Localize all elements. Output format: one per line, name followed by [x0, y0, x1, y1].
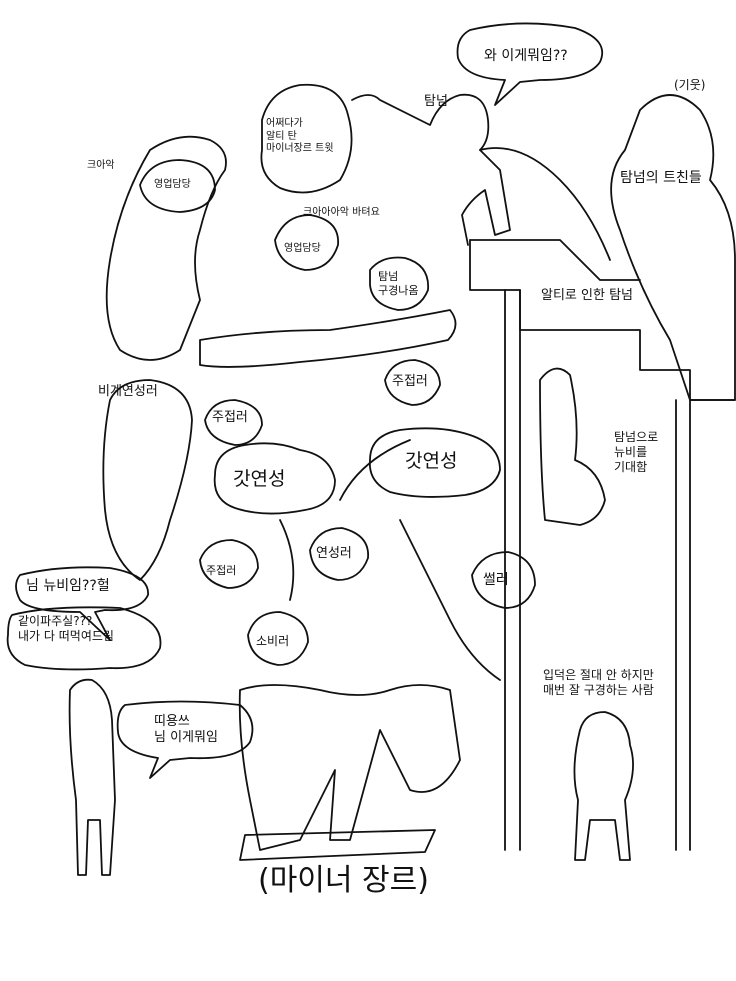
figure-browse — [369, 256, 429, 311]
figure-writer — [309, 527, 369, 581]
staircase — [469, 239, 736, 401]
figure-jujeop-3 — [199, 539, 259, 589]
label-god-writer-1: 갓연성 — [233, 468, 286, 490]
label-jujeop-2: 주접러 — [392, 374, 428, 389]
figure-sales-1 — [139, 159, 216, 213]
label-tamnum-friends: 탐넘의 트친들 — [620, 170, 702, 186]
label-jujeop-1: 주접러 — [212, 410, 248, 425]
figure-expect-newbie — [539, 367, 606, 526]
figure-tangle-arms — [279, 439, 501, 681]
figure-tamnum-top — [351, 93, 511, 246]
stage-base — [239, 829, 436, 861]
label-noncanon-writer: 비계연성러 — [98, 384, 158, 399]
thought-cloud-rt — [260, 83, 353, 194]
label-sales-2: 영업담당 — [284, 243, 321, 254]
label-expect-newbie: 탐넘으로 뉴비를 기대함 — [614, 430, 659, 474]
label-browser-person: 입덕은 절대 안 하지만 매번 잘 구경하는 사람 — [543, 668, 654, 697]
caption-minor-genre: (마이너 장르) — [258, 863, 429, 898]
label-tamnum-browse: 탐넘 구경나옴 — [378, 270, 419, 297]
label-jujeop-3: 주접러 — [206, 564, 237, 577]
speech-bubble-feed — [6, 606, 162, 671]
label-rt-tamnum: 알티로 인한 탐넘 — [541, 288, 633, 303]
staircase-top — [469, 239, 641, 281]
label-tamnum: 탐넘 — [424, 94, 448, 109]
figure-small-browser — [573, 711, 634, 861]
label-kuaak-tweet: 크아아아악 바텨요 — [303, 207, 380, 218]
speech-bubble-ttiyong — [116, 700, 254, 779]
figure-friends — [610, 94, 736, 401]
label-writer: 연성러 — [316, 546, 352, 561]
figure-jujeop-1 — [204, 399, 263, 446]
label-how-rt: 어쩌다가 알티 탄 마이너장르 트윗 — [266, 118, 334, 154]
pole-middle — [504, 289, 521, 851]
label-god-writer-2: 갓연성 — [405, 450, 458, 472]
platform — [199, 309, 457, 368]
figure-consumer — [247, 611, 309, 666]
figure-noncanon — [102, 379, 193, 581]
label-consumer: 소비러 — [256, 634, 290, 648]
figure-left-stander — [68, 678, 116, 876]
figure-jujeop-2 — [384, 359, 441, 406]
speech-bubble-newbie — [15, 566, 149, 641]
label-kuaak: 크아악 — [87, 160, 115, 171]
figure-tamnum-arm — [479, 147, 611, 261]
figure-seoller — [471, 551, 536, 609]
figure-tangle — [238, 684, 461, 851]
pole-right — [675, 399, 691, 851]
figure-kuaak — [105, 135, 227, 361]
label-ttiyongsseu: 띠용쓰 님 이게뭐임 — [154, 714, 218, 746]
speech-bubble-wow — [456, 22, 604, 106]
label-newbie-ask: 님 뉴비임??헐 — [26, 578, 110, 594]
figure-sales-2 — [274, 214, 339, 271]
label-seoller: 썰러 — [483, 572, 509, 588]
label-kiut: (기웃) — [674, 78, 706, 92]
cloud-god-writer-1 — [213, 442, 336, 515]
cloud-god-writer-2 — [368, 427, 501, 498]
label-sales-1: 영업담당 — [154, 179, 191, 190]
label-wow-what: 와 이게뭐임?? — [484, 48, 568, 64]
label-feed-offer: 같이파주실??? 내가 다 떠먹여드림 — [18, 614, 114, 643]
